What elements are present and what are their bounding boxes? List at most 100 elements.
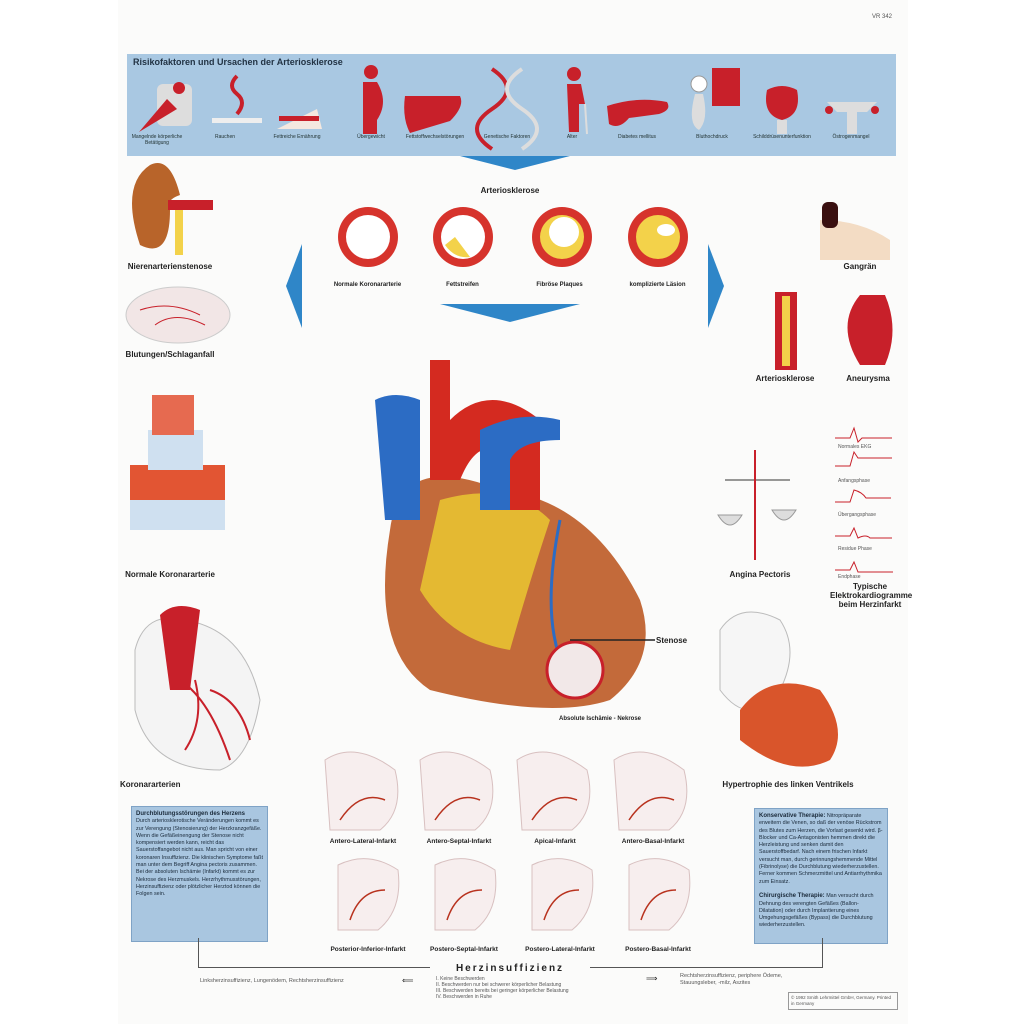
artery-fibrous-plaque	[532, 207, 592, 267]
textbox-circulation-disorders: Durchblutungsstörungen des Herzens Durch…	[131, 806, 268, 942]
infarct-antero-basal	[613, 751, 688, 831]
arrow-left	[286, 244, 302, 328]
infarct-label: Antero-Basal-Infarkt	[621, 838, 685, 845]
brain-label: Blutungen/Schlaganfall	[125, 350, 215, 359]
left-illustrations	[125, 163, 261, 771]
kidney-illustration	[132, 163, 213, 255]
textbox-body: Man versucht durch Dehnung des verengten…	[759, 893, 874, 929]
artery-normal	[338, 207, 398, 267]
artery-complicated-lesion	[628, 207, 688, 267]
infarct-label: Postero-Septal-Infarkt	[430, 946, 498, 953]
infarct-label: Antero-Lateral-Infarkt	[329, 838, 397, 845]
insufficiency-stage: III. Beschwerden bereits bei geringer kö…	[436, 988, 569, 994]
ecg-title: Typische Elektrokardiogramme beim Herzin…	[830, 582, 913, 609]
arteriosclerosis-label: Arteriosklerose	[755, 374, 815, 383]
uterus-icon	[825, 102, 879, 134]
insufficiency-left: Linksherzinsuffizienz, Lungenödem, Recht…	[200, 978, 344, 984]
kidney-label: Nierenarterienstenose	[127, 262, 213, 271]
risk-factor-label: Übergewicht	[357, 134, 385, 140]
risk-factor-label: Diabetes mellitus	[617, 134, 657, 140]
textbox-body: Nitropräparate erweitern die Venen, so d…	[759, 813, 883, 885]
insufficiency-stage: IV. Beschwerden in Ruhe	[436, 994, 492, 1000]
coronary-label: Koronararterien	[120, 780, 181, 789]
insufficiency-stage: II. Beschwerden nur bei schwerer körperl…	[436, 982, 562, 988]
risk-factor-label: Rauchen	[214, 134, 235, 140]
artery-fatty-streak	[433, 207, 493, 267]
armchair-icon	[139, 82, 192, 132]
risk-factor-banner: Risikofaktoren und Ursachen der Arterios…	[127, 54, 896, 156]
arrow-right	[708, 244, 724, 328]
dna-icon	[475, 67, 539, 151]
ecg-label: Endphase	[838, 574, 861, 580]
stage-label: Fettstreifen	[446, 282, 479, 288]
arrow-down-top	[460, 156, 570, 170]
risk-factor-label: Bluthochdruck	[696, 134, 728, 140]
ecg-label: Residue Phase	[838, 546, 872, 552]
copyright: © 1992 Smith Lehrmittel GmbH, Germany. P…	[788, 992, 898, 1010]
hypertrophy-label: Hypertrophie des linken Ventrikels	[722, 780, 854, 789]
artery-cross-sections	[338, 207, 688, 267]
insufficiency-right: Rechtsherzinsuffizienz, periphere Ödeme,…	[680, 973, 783, 986]
cake-icon	[277, 109, 322, 129]
thyroid-icon	[766, 86, 798, 134]
necrosis-label: Absolute Ischämie - Nekrose	[558, 716, 642, 722]
ecg-label: Übergangsphase	[838, 512, 877, 518]
angina-label: Angina Pectoris	[729, 570, 791, 579]
ecg-label: Anfangsphase	[838, 478, 870, 484]
infarct-label: Postero-Lateral-Infarkt	[525, 946, 595, 953]
textbox-title: Konservative Therapie:	[759, 813, 826, 819]
risk-factor-label: Genetische Faktoren	[483, 134, 531, 140]
insufficiency-title: Herzinsuffizienz	[430, 963, 590, 974]
normal-artery-label: Normale Koronararterie	[125, 570, 215, 579]
overweight-person-icon	[363, 65, 383, 134]
aneurysm-label: Aneurysma	[846, 374, 890, 383]
risk-factor-label: Schilddrüsenunterfunktion	[753, 134, 811, 140]
stage-label: komplizierte Läsion	[629, 282, 686, 288]
arteriosclerosis-title: Arteriosklerose	[480, 186, 540, 195]
poster-code: VR 342	[872, 14, 893, 20]
arrow-right-icon: ⟹	[646, 974, 658, 983]
stenosis-label: Stenose	[656, 636, 688, 645]
cigarette-icon	[212, 74, 262, 123]
infarct-antero-lateral	[324, 751, 399, 831]
textbox-title: Durchblutungsstörungen des Herzens	[136, 811, 246, 817]
risk-factor-label: Mangelnde körperliche Betätigung	[131, 134, 183, 146]
infarct-label: Posterior-Inferior-Infarkt	[330, 946, 406, 953]
coronary-arteries-illustration	[134, 606, 261, 771]
insufficiency-stage: I. Keine Beschwerden	[436, 976, 485, 982]
artery-layers-illustration	[130, 395, 225, 530]
infarct-label: Postero-Basal-Infarkt	[625, 946, 691, 953]
arteriosclerosis-vessel-illustration	[775, 292, 797, 370]
foot-gangrene-illustration	[820, 202, 890, 260]
pancreas-icon	[607, 99, 669, 126]
risk-factor-label: Fettreiche Ernährung	[273, 134, 321, 140]
right-illustrations	[717, 202, 893, 767]
risk-factor-label: Alter	[566, 134, 578, 140]
heart-illustration	[375, 360, 655, 708]
infarct-antero-septal	[419, 751, 494, 831]
textbox-therapy: Konservative Therapie: Nitropräparate er…	[754, 808, 888, 944]
textbox-title: Chirurgische Therapie:	[759, 893, 825, 900]
infarct-label: Apical-Infarkt	[534, 838, 576, 845]
flow-arrows	[286, 156, 724, 328]
scale-illustration	[717, 450, 797, 560]
infarct-illustrations	[324, 751, 691, 931]
stage-label: Fibröse Plaques	[536, 282, 583, 288]
risk-factor-label: Östrogenmangel	[832, 134, 870, 140]
ecg-label: Normales EKG	[838, 444, 872, 450]
gangrene-label: Gangrän	[843, 262, 877, 271]
risk-factor-icons	[139, 65, 879, 151]
textbox-body: Durch arteriosklerotische Veränderungen …	[136, 818, 263, 898]
risk-factor-label: Fettstoffwechselstörungen	[405, 134, 465, 140]
blood-pressure-cuff-icon	[690, 68, 740, 130]
stage-label: Normale Koronararterie	[333, 282, 402, 288]
infarct-apical	[516, 751, 591, 831]
ecg-traces	[835, 426, 893, 573]
infarct-label: Antero-Septal-Infarkt	[426, 838, 492, 845]
aneurysm-illustration	[847, 295, 893, 365]
elderly-person-icon	[567, 67, 588, 135]
liver-icon	[404, 96, 462, 133]
brain-illustration	[125, 286, 231, 344]
arrow-down-center	[440, 304, 580, 322]
arrow-left-icon: ⟸	[402, 976, 414, 985]
